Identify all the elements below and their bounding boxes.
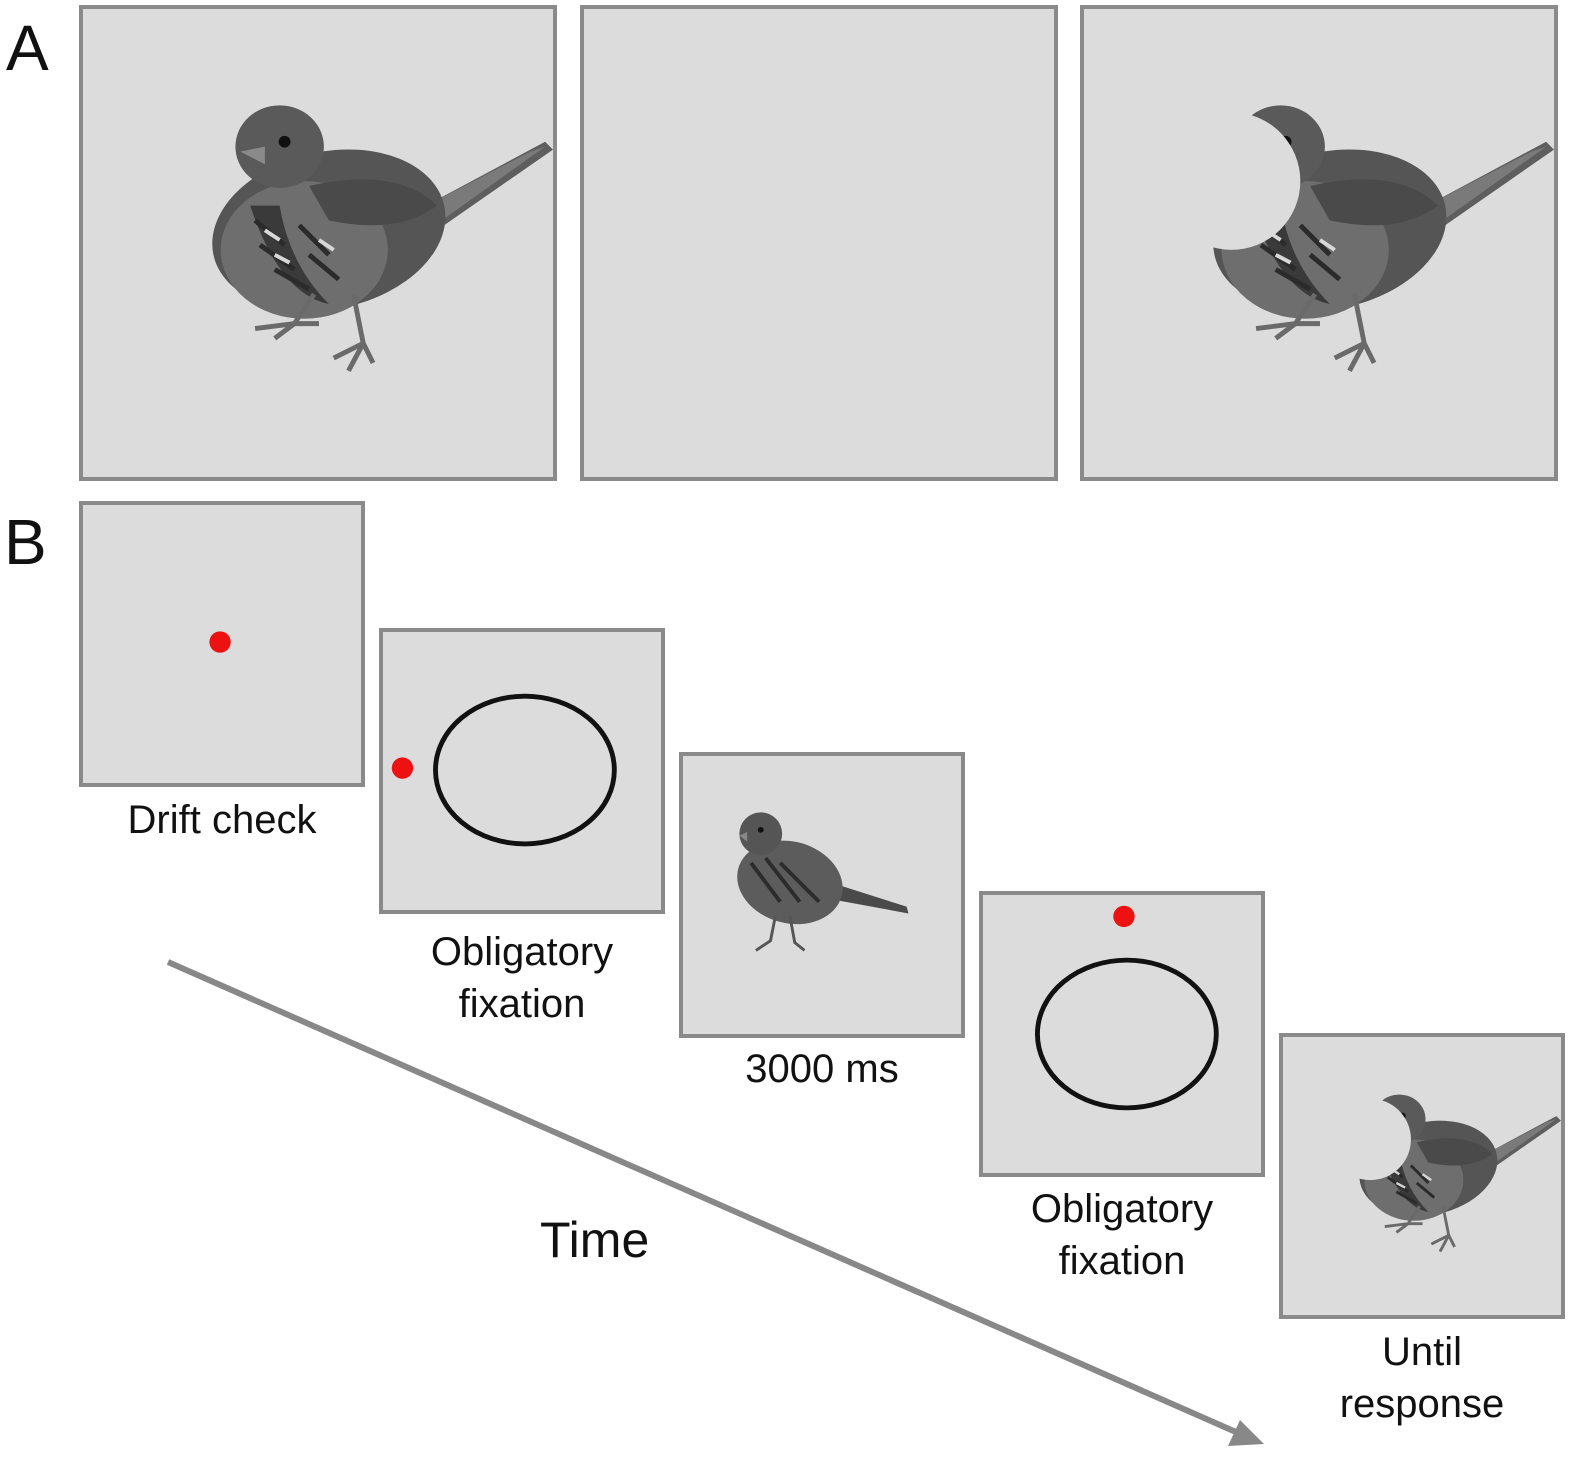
full-bird-stimulus [79, 5, 557, 481]
obligatory-fixation-screen-2 [979, 891, 1265, 1177]
caption-until-response: Until response [1279, 1326, 1565, 1430]
time-arrow-head [1228, 1420, 1264, 1446]
caption-text: 3000 ms [745, 1047, 899, 1091]
bird-head-window [584, 9, 1054, 477]
circular-window-stimulus [580, 5, 1058, 481]
ring-display [391, 693, 617, 847]
masked-bird-stimulus [1080, 5, 1558, 481]
caption-line-2: fixation [1058, 1239, 1186, 1283]
fixation-dot-display [209, 631, 231, 653]
caption-text: Drift check [127, 798, 317, 842]
caption-line-1: Obligatory [1030, 1187, 1214, 1231]
caption-obligatory-fixation-2: Obligatory fixation [979, 1183, 1265, 1287]
panel-label-a: A [6, 12, 49, 84]
caption-drift-check: Drift check [79, 794, 365, 846]
panel-label-b: B [4, 506, 47, 578]
fixation-dot [209, 631, 231, 653]
fixation-dot [391, 757, 414, 779]
stimulus-screen [679, 752, 965, 1038]
caption-obligatory-fixation-1: Obligatory fixation [379, 926, 665, 1030]
caption-line-2: response [1339, 1382, 1505, 1426]
bird-stimulus [737, 812, 909, 952]
fixation-ring [433, 693, 617, 847]
obligatory-fixation-screen-1 [379, 628, 665, 914]
fixation-ring [1035, 957, 1219, 1111]
caption-line-1: Obligatory [430, 930, 614, 974]
caption-line-2: fixation [458, 982, 586, 1026]
caption-3000-ms: 3000 ms [679, 1043, 965, 1095]
response-screen [1279, 1033, 1565, 1319]
bird-with-hole [1084, 9, 1554, 477]
ring-display [1035, 905, 1219, 1111]
masked-bird-stimulus-small [1349, 1093, 1561, 1254]
bird-illustration [83, 9, 553, 477]
time-label: Time [540, 1212, 650, 1268]
fixation-dot [1113, 905, 1135, 928]
drift-check-screen [79, 501, 365, 787]
caption-line-1: Until [1381, 1330, 1463, 1374]
